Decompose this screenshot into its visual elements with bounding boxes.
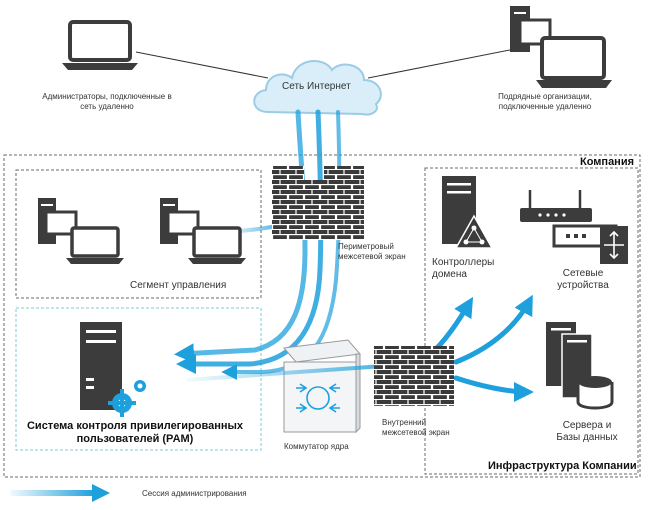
internal-fw-label: Внутренний межсетевой экран	[382, 418, 450, 437]
database-icon	[546, 322, 614, 410]
company-infra-boundary	[424, 167, 639, 475]
management-segment-boundary	[15, 169, 262, 299]
domain-controllers-label: Контроллеры домена	[432, 257, 495, 280]
legend-session-label: Сессия администрирования	[142, 489, 247, 498]
core-switch	[283, 339, 361, 434]
internal-firewall-icon	[374, 346, 454, 406]
admins-remote-label: Администраторы, подключенные в сеть удал…	[42, 92, 172, 111]
servers-db-label: Сервера и Базы данных	[556, 420, 618, 443]
link-admins-internet	[135, 51, 269, 79]
network-devices-label: Сетевые устройства	[557, 268, 609, 291]
legend-arrow	[10, 484, 110, 502]
domain-triangle-icon	[454, 214, 494, 249]
cloud-icon	[253, 59, 382, 116]
gear-icon	[108, 380, 146, 417]
contractors-devices-icon	[510, 6, 612, 88]
company-label: Компания	[580, 156, 635, 168]
core-switch-label: Коммутатор ядра	[284, 442, 349, 451]
pam-segment-boundary	[15, 307, 262, 451]
server-tower-icon-pam	[80, 322, 122, 410]
link-contractors-internet	[367, 47, 521, 79]
workstation-icon-1	[38, 198, 124, 264]
contractors-label: Подрядные организации, подключенные удал…	[498, 92, 592, 111]
mgmt-segment-label: Сегмент управления	[130, 280, 227, 291]
internet-label: Сеть Интернет	[282, 81, 351, 92]
perimeter-fw-label: Периметровый межсетевой экран	[338, 242, 406, 261]
switch-icon	[296, 383, 340, 413]
pam-system-label: Система контроля привилегированных польз…	[26, 420, 243, 446]
perimeter-firewall-icon	[272, 166, 364, 240]
workstation-icon-2	[160, 198, 246, 264]
company-infra-label: Инфраструктура Компании	[488, 460, 637, 472]
router-icon	[520, 190, 628, 264]
laptop-icon-admins	[62, 20, 138, 70]
